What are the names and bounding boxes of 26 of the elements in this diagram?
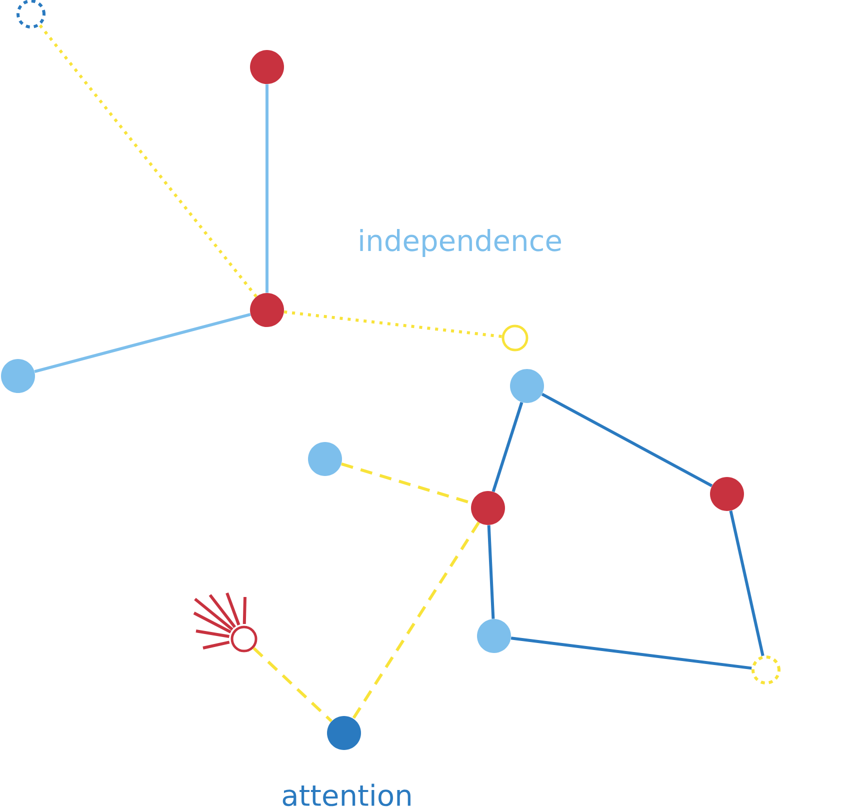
dotted-line — [284, 310, 502, 338]
word-label: attention — [282, 784, 410, 806]
dot — [477, 619, 511, 653]
dotted-ring — [752, 656, 780, 684]
line — [729, 510, 764, 656]
dashed-line — [252, 646, 332, 722]
dot — [510, 369, 544, 403]
line — [34, 312, 251, 374]
rayed-ring — [193, 592, 258, 652]
line — [487, 525, 495, 619]
dot — [327, 716, 361, 750]
line — [266, 84, 268, 293]
line — [492, 402, 524, 492]
dotted-ring — [16, 0, 46, 28]
dot — [250, 50, 284, 84]
ring — [502, 324, 528, 352]
dot — [308, 442, 342, 476]
line — [510, 636, 752, 670]
dot — [1, 359, 35, 393]
dot — [471, 491, 505, 525]
dotted-line — [38, 24, 258, 298]
dot — [250, 293, 284, 327]
dot — [710, 477, 744, 511]
line — [541, 392, 713, 488]
dashed-line — [352, 522, 480, 720]
word-label: independence — [360, 229, 561, 257]
